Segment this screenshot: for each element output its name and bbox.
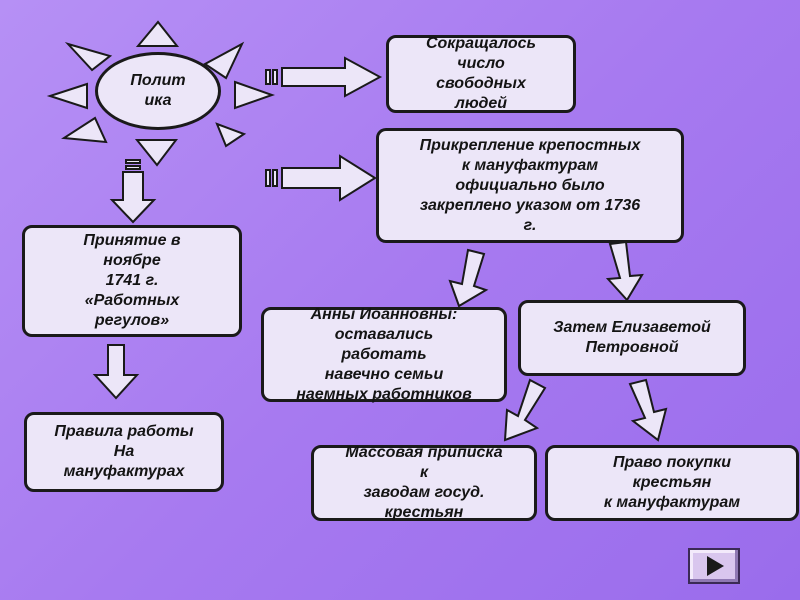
sun-ray-bottom-left [61, 116, 108, 144]
sun-rays [46, 20, 276, 167]
arrow-to-reduced [265, 56, 383, 98]
box-mass-assignment: Массовая приписка к заводам госуд. крест… [311, 444, 537, 521]
box-elizabeth-petrovna: Затем Елизаветой Петровной [518, 300, 746, 376]
arrow-adoption-to-rules [92, 344, 140, 400]
arrow-elizabeth-to-purchase [628, 378, 668, 442]
sun-ray-top [135, 20, 180, 47]
sun-ray-bottom [134, 139, 179, 167]
box-attachment-decree: Прикрепление крепостных к мануфактурам о… [376, 128, 684, 243]
sun-center-politics: Полит ика [95, 52, 221, 130]
arrow-attachment-to-elizabeth [605, 240, 644, 302]
play-triangle-icon [707, 556, 724, 576]
arrow-attachment-to-anna [448, 248, 489, 308]
sun-ray-left [46, 82, 88, 110]
box-adoption-regulations: Принятие в ноябре 1741 г. «Работных регу… [22, 225, 242, 337]
sun-ray-top-right [203, 41, 245, 80]
box-work-rules: Правила работы На мануфактурах [24, 412, 224, 492]
next-slide-button[interactable] [688, 548, 740, 584]
sun-ray-right [234, 80, 276, 110]
box-anna-ioannovna: Анны Иоанновны: оставались работать наве… [261, 306, 507, 403]
arrow-elizabeth-to-mass [503, 378, 547, 442]
box-reduced-free-people: Сокращалось число свободных людей [386, 35, 576, 113]
box-purchase-right: Право покупки крестьян к мануфактурам [545, 445, 799, 521]
arrow-to-attachment [265, 154, 377, 202]
arrow-sun-to-adoption [109, 159, 157, 224]
sun-ray-top-left [64, 42, 113, 72]
sun-ray-bottom-right [215, 122, 247, 148]
